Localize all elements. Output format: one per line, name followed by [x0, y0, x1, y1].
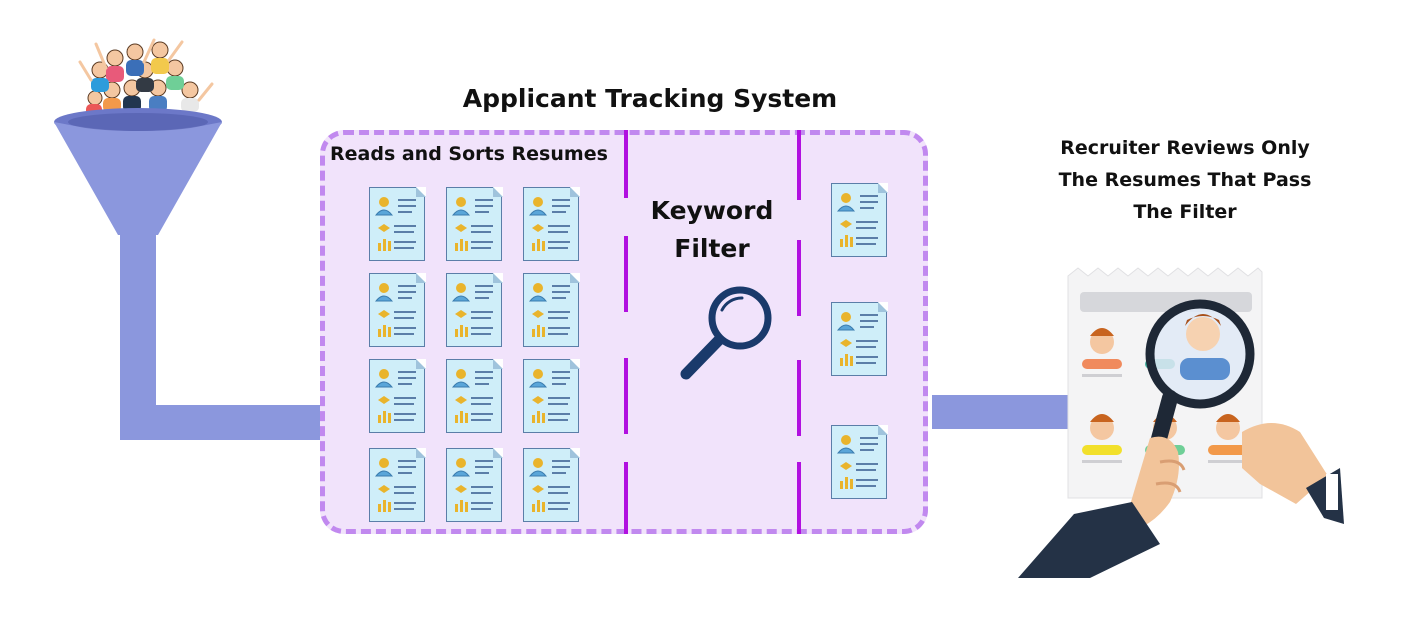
filter-divider-right — [797, 240, 801, 316]
resume-icon — [446, 447, 503, 522]
funnel-pipeline — [54, 38, 320, 440]
resume-icon — [369, 186, 426, 261]
resume-icon — [446, 358, 503, 433]
resume-icon — [523, 358, 580, 433]
recruiter-label-line1: Recruiter Reviews Only — [1060, 137, 1310, 159]
filter-divider-left — [624, 358, 628, 434]
resume-icon — [523, 272, 580, 347]
keyword-filter-label-line2: Filter — [674, 234, 750, 263]
resume-icon — [446, 186, 503, 261]
funnel-icon — [54, 108, 320, 440]
recruiter-label-line3: The Filter — [1133, 201, 1237, 223]
filtered-resume-icon — [831, 301, 888, 376]
keyword-filter-label-line1: Keyword — [650, 196, 774, 225]
resume-icon — [523, 186, 580, 261]
filter-divider-left — [624, 130, 628, 198]
recruiter-label-line2: The Resumes That Pass — [1058, 169, 1312, 191]
keyword-filter-label: Keyword Filter — [632, 192, 792, 268]
filter-divider-right — [797, 360, 801, 436]
resume-icon — [446, 272, 503, 347]
filter-divider-right — [797, 462, 801, 534]
resume-icon — [523, 447, 580, 522]
ats-title: Applicant Tracking System — [462, 84, 838, 113]
filter-divider-right — [797, 130, 801, 200]
reads-sorts-label: Reads and Sorts Resumes — [330, 143, 608, 165]
output-pipe — [932, 395, 1082, 429]
recruiter-label: Recruiter Reviews Only The Resumes That … — [1040, 132, 1330, 228]
filter-divider-left — [624, 462, 628, 534]
applicant-crowd-icon — [78, 38, 214, 116]
magnifying-glass-icon — [680, 286, 772, 380]
resume-icon — [369, 447, 426, 522]
resume-icon — [369, 272, 426, 347]
recruiter-review-icon — [1018, 267, 1344, 578]
filtered-resume-icon — [831, 182, 888, 257]
filter-divider-left — [624, 236, 628, 312]
filtered-resume-icon — [831, 424, 888, 499]
resume-icon — [369, 358, 426, 433]
